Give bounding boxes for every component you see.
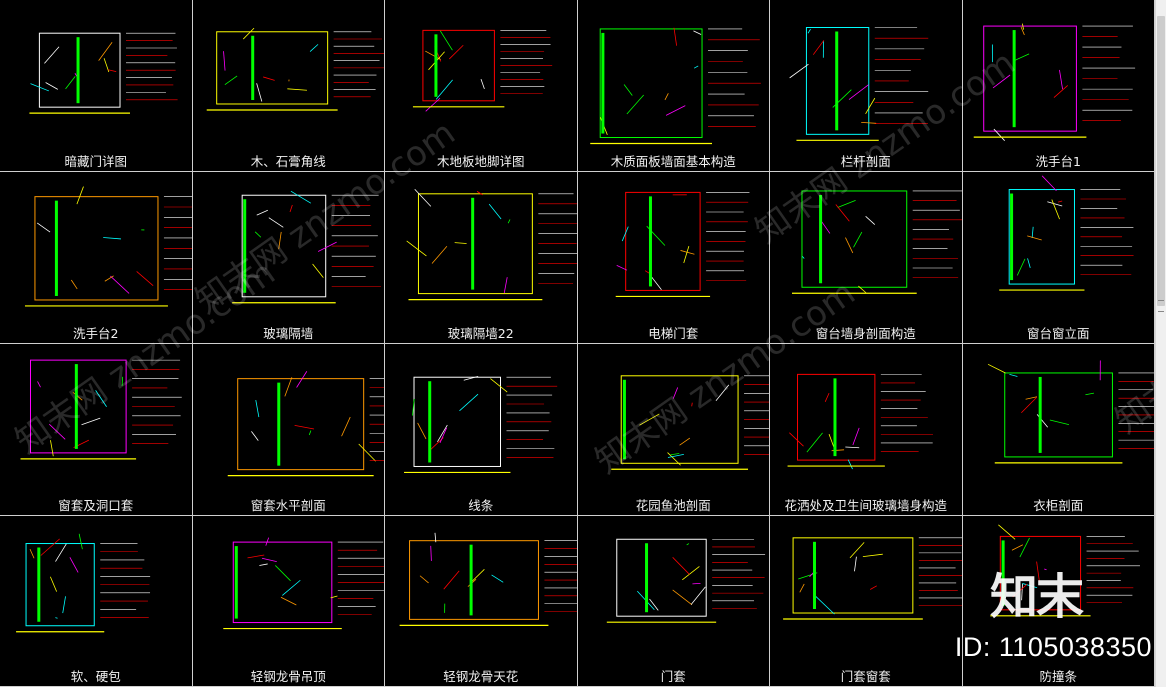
thumbnail-caption: 栏杆剖面 xyxy=(840,154,891,169)
thumbnail-caption: 轻钢龙骨吊顶 xyxy=(250,669,326,684)
cad-drawing-preview xyxy=(222,537,384,630)
cad-drawing-preview xyxy=(404,375,558,474)
cad-drawing-preview xyxy=(406,189,577,301)
thumbnail-cell[interactable]: 轻钢龙骨吊顶 xyxy=(192,516,385,687)
thumbnail-caption: 木、石膏角线 xyxy=(250,154,326,169)
thumbnail-cell[interactable]: 玻璃隔墙 xyxy=(192,172,385,344)
thumbnail-cell[interactable]: 软、硬包 xyxy=(0,516,193,687)
cad-drawing-preview xyxy=(16,533,151,633)
thumbnail-cell[interactable]: 窗套及洞口套 xyxy=(0,344,193,516)
thumbnail-cell[interactable]: 暗藏门详图 xyxy=(0,0,193,172)
thumbnail-caption: 窗台墙身剖面构造 xyxy=(815,326,916,341)
thumbnail-cell[interactable]: 洗手台1 xyxy=(962,0,1155,172)
thumbnail-caption: 门套 xyxy=(660,669,686,684)
thumbnail-caption: 窗套水平剖面 xyxy=(250,498,326,513)
cad-drawing-preview xyxy=(787,373,933,470)
thumbnail-cell[interactable]: 窗套水平剖面 xyxy=(192,344,385,516)
cad-drawing-preview xyxy=(792,190,962,294)
cad-drawing-preview xyxy=(29,32,178,114)
thumbnail-cell[interactable]: 防撞条 xyxy=(962,516,1155,687)
thumbnail-caption: 花园鱼池剖面 xyxy=(635,498,711,513)
cad-drawing-preview xyxy=(789,27,929,141)
thumbnail-caption: 玻璃隔墙 xyxy=(263,326,314,341)
thumbnail-caption: 防撞条 xyxy=(1039,669,1077,684)
thumbnail-cell[interactable]: 衣柜剖面 xyxy=(962,344,1155,516)
cad-drawing-preview xyxy=(20,359,182,460)
thumbnail-cell[interactable]: 窗台窗立面 xyxy=(962,172,1155,344)
thumbnail-caption: 窗台窗立面 xyxy=(1026,326,1090,341)
thumbnail-cell[interactable]: 花洒处及卫生间玻璃墙身构造 xyxy=(770,344,963,516)
watermark-id: ID: 1105038350 xyxy=(954,632,1152,662)
cad-drawing-preview xyxy=(987,360,1154,464)
cad-drawing-preview xyxy=(615,191,749,298)
thumbnail-cell[interactable]: 洗手台2 xyxy=(0,172,193,344)
thumbnail-cell[interactable]: 栏杆剖面 xyxy=(770,0,963,172)
thumbnail-caption: 软、硬包 xyxy=(70,669,121,684)
thumbnail-caption: 玻璃隔墙22 xyxy=(447,326,514,341)
thumbnail-cell[interactable]: 门套 xyxy=(577,516,770,687)
cad-drawing-preview xyxy=(606,538,765,623)
thumbnail-cell[interactable]: 花园鱼池剖面 xyxy=(577,344,770,516)
thumbnail-caption: 电梯门套 xyxy=(648,326,699,341)
thumbnail-cell[interactable]: 电梯门套 xyxy=(577,172,770,344)
watermark-logo: 知末 xyxy=(989,569,1084,625)
cad-drawing-preview xyxy=(412,29,553,112)
scrollbar-grip xyxy=(1158,300,1164,312)
thumbnail-caption: 窗套及洞口套 xyxy=(58,498,134,513)
thumbnail-caption: 木地板地脚详图 xyxy=(436,154,525,169)
cad-drawing-preview xyxy=(989,524,1140,617)
cad-drawing-preview xyxy=(783,537,962,620)
cad-drawing-preview xyxy=(206,27,384,111)
cad-drawing-preview xyxy=(610,375,769,470)
vertical-scrollbar[interactable] xyxy=(1155,0,1166,687)
thumbnail-cell[interactable]: 线条 xyxy=(385,344,578,516)
cad-drawing-preview xyxy=(973,23,1135,141)
cad-drawing-preview xyxy=(998,175,1134,291)
cad-drawing-preview xyxy=(589,27,761,145)
cad-drawing-preview xyxy=(227,371,384,477)
thumbnail-caption: 花洒处及卫生间玻璃墙身构造 xyxy=(784,498,947,513)
cad-drawing-preview xyxy=(399,532,577,626)
thumbnail-cell[interactable]: 木质面板墙面基本构造 xyxy=(577,0,770,172)
thumbnail-caption: 洗手台1 xyxy=(1035,154,1081,169)
thumbnail-caption: 线条 xyxy=(468,498,494,513)
thumbnail-caption: 暗藏门详图 xyxy=(64,154,127,169)
cad-drawing-preview xyxy=(24,186,192,307)
thumbnail-cell[interactable]: 木、石膏角线 xyxy=(192,0,385,172)
thumbnail-cell[interactable]: 玻璃隔墙22 xyxy=(385,172,578,344)
thumbnail-caption: 衣柜剖面 xyxy=(1033,498,1084,513)
thumbnail-cell[interactable]: 木地板地脚详图 xyxy=(385,0,578,172)
thumbnail-caption: 门套窗套 xyxy=(840,669,891,684)
thumbnail-caption: 木质面板墙面基本构造 xyxy=(610,154,736,169)
thumbnail-cell[interactable]: 轻钢龙骨天花 xyxy=(385,516,578,687)
scrollbar-thumb[interactable] xyxy=(1157,16,1165,306)
thumbnail-caption: 洗手台2 xyxy=(73,326,119,341)
thumbnail-caption: 轻钢龙骨天花 xyxy=(443,669,519,684)
thumbnail-cell[interactable]: 窗台墙身剖面构造 xyxy=(770,172,963,344)
thumbnail-cell[interactable]: 门套窗套 xyxy=(770,516,963,687)
cad-drawing-preview xyxy=(231,190,381,304)
